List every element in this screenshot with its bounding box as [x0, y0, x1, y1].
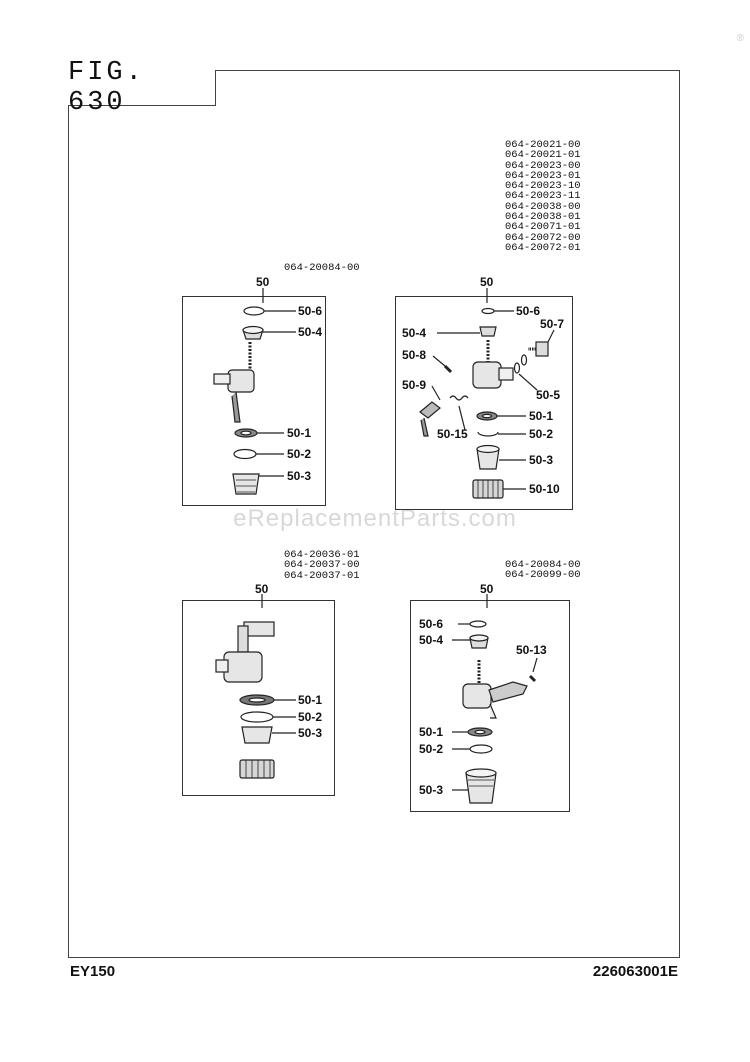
document-number: 226063001E: [592, 963, 678, 980]
cap-icon: [479, 326, 497, 337]
part-number-list: 064-20036-01 064-20037-00 064-20037-01: [284, 550, 360, 581]
part-number-code: 064-20023-01: [505, 169, 581, 182]
part-number-code: 064-20084-00: [505, 559, 581, 571]
ring-icon: [233, 448, 257, 460]
parent-part-label: 50: [480, 582, 494, 596]
part-number-code: 064-20037-00: [284, 559, 360, 572]
valve-body-icon: [227, 369, 255, 393]
callout-label: 50-1: [529, 409, 554, 423]
lever-icon: [419, 401, 441, 419]
ring-icon: [477, 431, 499, 437]
callout-label: 50-6: [419, 617, 444, 631]
part-number-code: 064-20023-00: [505, 159, 581, 172]
group-box-top-right: [395, 296, 573, 510]
part-number-list: 064-20021-00 064-20021-01 064-20023-00 0…: [505, 139, 581, 254]
callout-label: 50-5: [536, 388, 561, 402]
callout-label: 50-3: [298, 726, 323, 740]
drawing-frame: [68, 70, 680, 958]
callout-label: 50-4: [419, 633, 444, 647]
valve-body-icon: [462, 683, 492, 709]
callout-label: 50-2: [419, 742, 444, 756]
callout-label: 50-4: [402, 326, 427, 340]
callout-label: 50-2: [529, 427, 554, 441]
callout-label: 50-15: [437, 427, 468, 441]
o-ring-icon: [469, 620, 487, 628]
parent-part-label: 50: [480, 275, 494, 289]
part-number-list: 064-20084-00 064-20099-00: [505, 560, 581, 581]
callout-label: 50-4: [298, 325, 323, 339]
part-number-code: 064-20038-01: [505, 211, 581, 224]
bowl-icon: [241, 726, 273, 744]
bolt-icon: [535, 341, 549, 357]
valve-body-icon: [472, 361, 502, 389]
callout-label: 50-2: [298, 710, 323, 724]
washer-icon: [513, 362, 521, 374]
ring-icon: [240, 711, 274, 723]
group-box-top-left: [182, 296, 326, 506]
group-box-bottom-left: [182, 600, 335, 796]
spring-icon: [449, 395, 469, 401]
model-number: EY150: [70, 963, 116, 980]
callout-label: 50-3: [419, 783, 444, 797]
part-number-code: 064-20036-01: [284, 549, 360, 561]
callout-label: 50-3: [529, 453, 554, 467]
callout-label: 50-7: [540, 317, 565, 331]
part-number-code: 064-20037-01: [284, 569, 360, 582]
callout-label: 50-6: [298, 304, 323, 318]
lever-icon: [488, 681, 528, 703]
o-ring-icon: [481, 307, 495, 315]
callout-label: 50-1: [419, 725, 444, 739]
part-number-code: 064-20071-01: [505, 221, 581, 234]
callout-label: 50-13: [516, 643, 547, 657]
bowl-icon: [232, 473, 260, 495]
figure-title: FIG. 630: [68, 57, 145, 118]
ring-icon: [469, 744, 493, 754]
group-box-bottom-right: [410, 600, 570, 812]
lever-icon: [231, 391, 241, 423]
part-number-code: 064-20072-01: [505, 241, 581, 254]
o-ring-icon: [243, 306, 265, 316]
part-number-code: 064-20099-00: [505, 569, 581, 582]
part-number-code: 064-20021-01: [505, 149, 581, 162]
figure-title-box: FIG. 630: [68, 58, 216, 118]
callout-label: 50-10: [529, 482, 560, 496]
callout-label: 50-2: [287, 447, 312, 461]
screw-icon: [528, 674, 537, 683]
callout-label: 50-3: [287, 469, 312, 483]
callout-label: 50-1: [298, 693, 323, 707]
part-number-code: 064-20072-00: [505, 231, 581, 244]
part-number-code: 064-20023-10: [505, 180, 581, 193]
nut-icon: [239, 759, 275, 779]
callout-label: 50-8: [402, 348, 427, 362]
parent-part-label: 50: [256, 275, 270, 289]
callout-label: 50-1: [287, 426, 312, 440]
part-number-code: 064-20023-11: [505, 190, 581, 203]
valve-body-icon: [223, 651, 263, 683]
part-number-code: 064-20038-00: [505, 200, 581, 213]
watermark-mark: ®: [736, 33, 744, 44]
part-number-code: 064-20084-00: [284, 262, 360, 274]
parent-part-label: 50: [255, 582, 269, 596]
part-number-code: 064-20021-00: [505, 139, 581, 151]
callout-label: 50-6: [516, 304, 541, 318]
callout-label: 50-9: [402, 378, 427, 392]
